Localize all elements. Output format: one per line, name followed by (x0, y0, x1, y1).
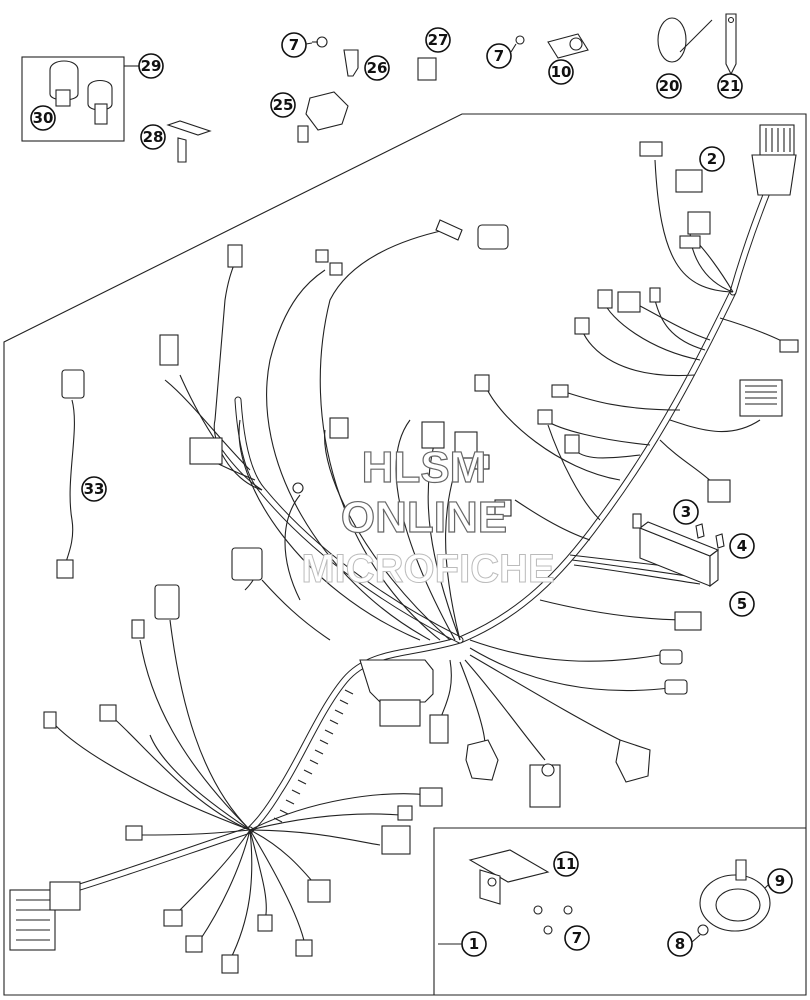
main-frame-outline (3, 113, 807, 996)
part-9-horn (699, 859, 771, 932)
watermark-line-1: HLSM (362, 443, 487, 492)
part-7-screws-inset (533, 905, 573, 935)
part-21-strap (725, 13, 737, 76)
svg-text:27: 27 (428, 31, 449, 49)
callout-20: 20 (656, 73, 682, 99)
svg-text:21: 21 (720, 77, 741, 95)
part-29-box (21, 56, 125, 142)
part-27-fuse (417, 57, 437, 81)
svg-text:25: 25 (273, 96, 294, 114)
callout-10: 10 (548, 59, 574, 85)
part-20-cable-tie (657, 17, 713, 63)
watermark: HLSM ONLINE MICROFICHE (301, 442, 555, 591)
part-10-cable-clamp (547, 33, 589, 59)
callout-25: 25 (270, 92, 296, 118)
callout-21: 21 (717, 73, 743, 99)
svg-text:7: 7 (572, 929, 582, 947)
svg-text:10: 10 (551, 63, 572, 81)
callout-29: 29 (138, 53, 164, 79)
callout-5: 5 (729, 591, 755, 617)
part-7-screw-top (312, 36, 328, 48)
callout-3: 3 (673, 499, 699, 525)
wire-branches (54, 159, 791, 961)
svg-text:30: 30 (33, 109, 54, 127)
callout-8: 8 (667, 931, 693, 957)
svg-text:9: 9 (775, 872, 785, 890)
part-28-bracket (166, 120, 212, 163)
callout-4: 4 (729, 533, 755, 559)
svg-text:5: 5 (737, 595, 747, 613)
inset-frame (433, 827, 806, 995)
part-29-30-grommets (49, 60, 113, 125)
callout-27: 27 (425, 27, 451, 53)
svg-text:33: 33 (84, 480, 105, 498)
svg-text:7: 7 (289, 36, 299, 54)
callout-30: 30 (30, 105, 56, 131)
callout-7-top-right: 7 (486, 43, 512, 69)
svg-text:29: 29 (141, 57, 162, 75)
callout-9: 9 (767, 868, 793, 894)
svg-text:26: 26 (367, 59, 388, 77)
part-8-bolt (697, 924, 709, 936)
part-7-nut-top (515, 35, 525, 45)
svg-text:1: 1 (469, 935, 479, 953)
watermark-line-2: ONLINE (341, 493, 507, 542)
callout-28: 28 (140, 124, 166, 150)
callout-7-top-left: 7 (281, 32, 307, 58)
svg-text:4: 4 (737, 537, 747, 555)
part-5-control-unit (632, 513, 720, 588)
svg-text:28: 28 (143, 128, 164, 146)
svg-text:3: 3 (681, 503, 691, 521)
callout-33: 33 (81, 476, 107, 502)
callout-1: 1 (461, 931, 487, 957)
parts-3-4-relays (695, 523, 725, 549)
callouts: 29 30 28 7 26 25 27 7 10 20 21 2 33 3 4 … (30, 27, 793, 957)
svg-text:20: 20 (659, 77, 680, 95)
callout-26: 26 (364, 55, 390, 81)
part-26-clip (343, 49, 359, 77)
svg-text:2: 2 (707, 150, 717, 168)
part-11-holder (468, 849, 550, 905)
svg-text:8: 8 (675, 935, 685, 953)
svg-text:7: 7 (494, 47, 504, 65)
leader-lines (305, 42, 769, 945)
svg-text:11: 11 (556, 855, 577, 873)
connectors (9, 124, 799, 974)
watermark-line-3: MICROFICHE (301, 547, 554, 591)
callout-2: 2 (699, 146, 725, 172)
callout-7-inset: 7 (564, 925, 590, 951)
part-25-relay (297, 91, 349, 143)
callout-11: 11 (553, 851, 579, 877)
